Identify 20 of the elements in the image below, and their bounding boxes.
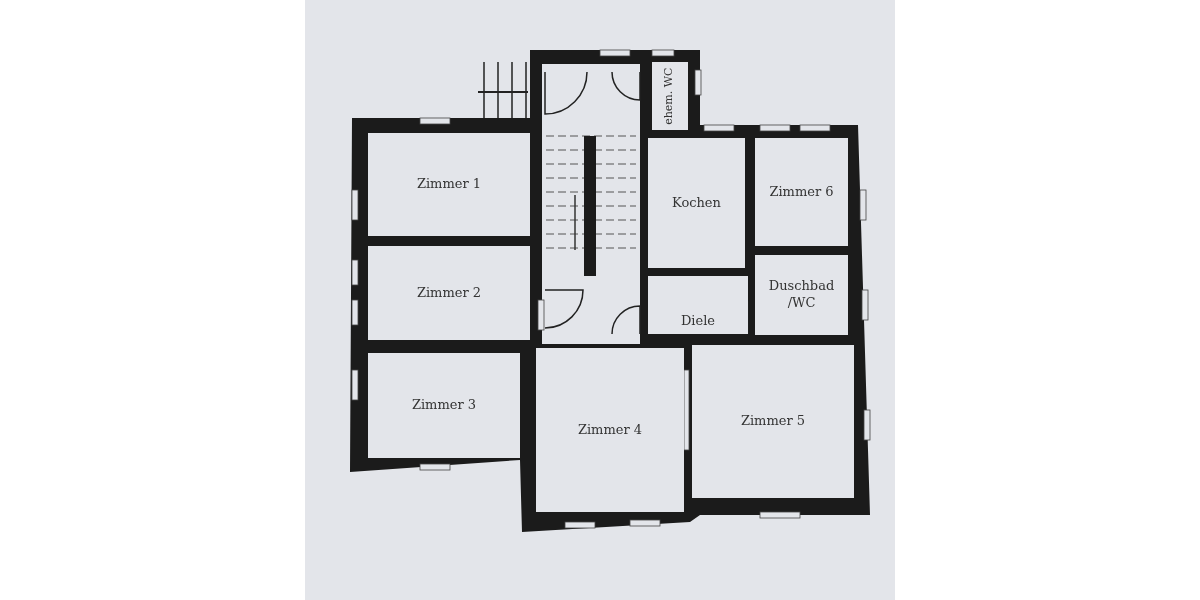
room-label: Zimmer 3	[411, 397, 477, 414]
room-label: Duschbad /WC	[767, 278, 836, 312]
room-label: Zimmer 5	[740, 413, 806, 430]
room	[648, 276, 748, 334]
room	[536, 348, 684, 512]
room	[648, 138, 745, 268]
room	[755, 255, 848, 335]
room-label: Diele	[680, 313, 716, 330]
room-label: Kochen	[672, 194, 721, 212]
room-label: Zimmer 6	[769, 183, 834, 201]
room-label: ehem. WC	[662, 67, 677, 125]
room	[755, 138, 848, 246]
room-label: Zimmer 2	[416, 284, 482, 302]
room	[692, 345, 854, 498]
room-label: Zimmer 4	[577, 421, 643, 439]
room	[368, 353, 520, 458]
room	[368, 246, 530, 340]
room-label: Zimmer 1	[416, 176, 482, 193]
room	[368, 133, 530, 236]
room	[652, 62, 688, 130]
